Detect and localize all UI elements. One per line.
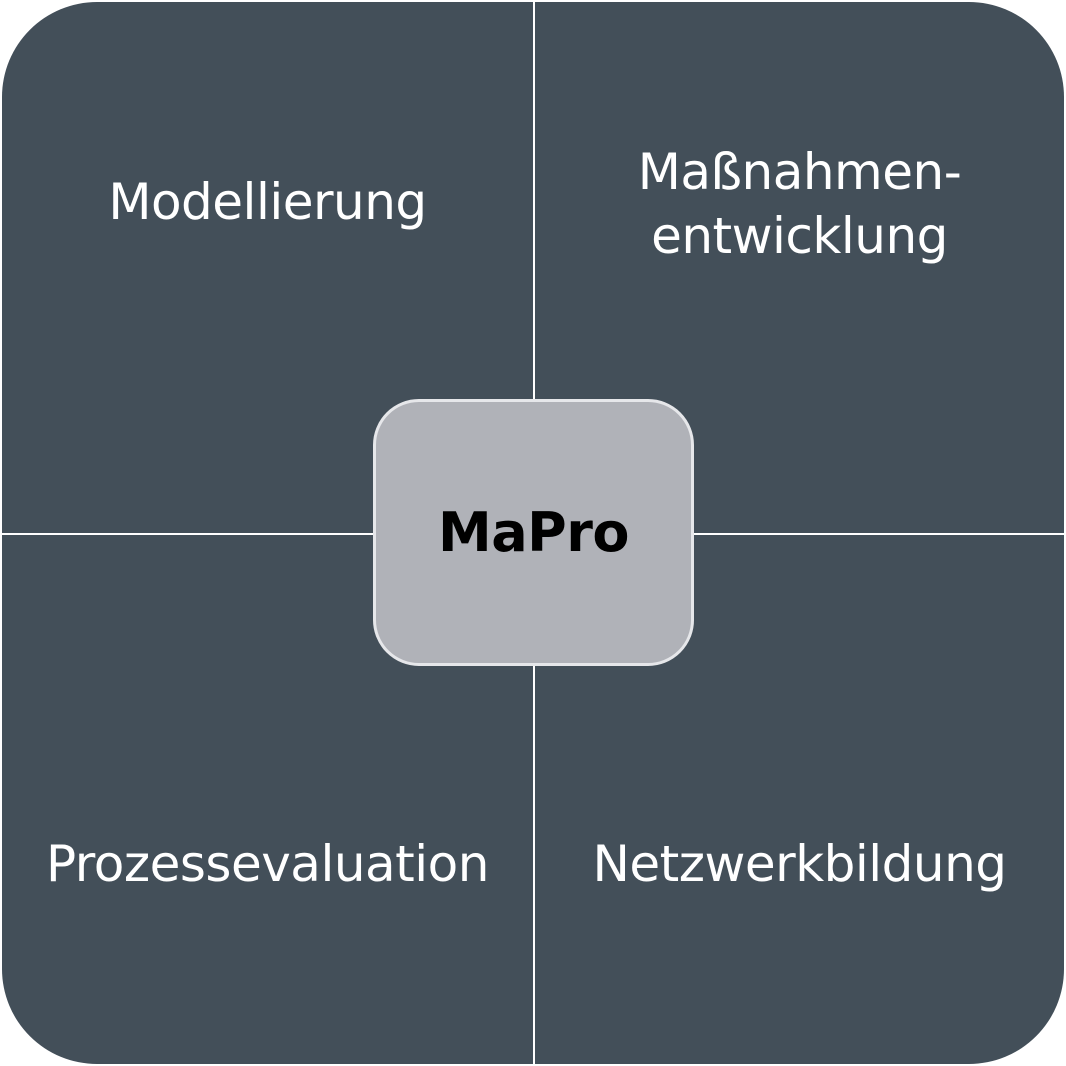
quadrant-label-netzwerkbildung: Netzwerkbildung bbox=[592, 835, 1007, 893]
quadrant-label-massnahmenentwicklung: Maßnahmen- entwicklung bbox=[535, 140, 1064, 268]
quadrant-modellierung: Modellierung bbox=[2, 2, 533, 533]
quadrant-prozessevaluation: Prozessevaluation bbox=[2, 535, 533, 1064]
center-box: MaPro bbox=[373, 399, 694, 666]
quadrant-label-modellierung: Modellierung bbox=[108, 173, 427, 231]
quadrant-label-line-2: entwicklung bbox=[651, 207, 948, 265]
quadrant-label-line-1: Maßnahmen- bbox=[637, 143, 962, 201]
quadrant-label-prozessevaluation: Prozessevaluation bbox=[46, 835, 489, 893]
quadrant-massnahmenentwicklung: Maßnahmen- entwicklung bbox=[535, 2, 1064, 533]
center-label: MaPro bbox=[438, 501, 629, 564]
